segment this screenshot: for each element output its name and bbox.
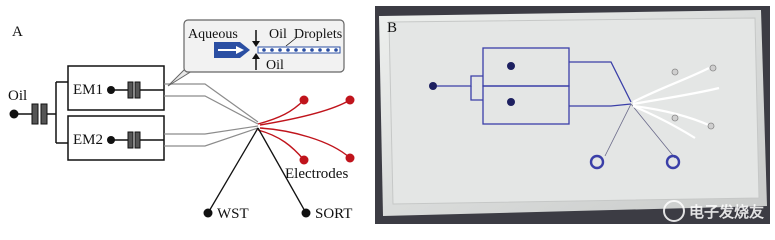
wire-contacts	[671, 64, 717, 130]
wst-outlet-port	[203, 208, 213, 218]
electrode-pads	[299, 95, 355, 165]
em1-module	[67, 65, 165, 111]
droplet-generator-inset	[183, 19, 345, 73]
watermark-text: 电子发烧友	[688, 202, 764, 221]
oil-top-arrow	[252, 41, 260, 47]
droplets	[262, 48, 338, 52]
panel-a-label: A	[12, 24, 23, 40]
em2-label: EM2	[73, 132, 103, 148]
schematic-panel-a: A Oil EM1 EM2 Aqueous Oil Droplets Oil	[8, 19, 355, 222]
chip-surface	[388, 17, 760, 205]
oil-bottom-arrow	[252, 53, 260, 59]
chip-outlet-channels	[604, 103, 676, 159]
outlet-channels	[207, 127, 307, 214]
inset-droplets-label: Droplets	[294, 27, 342, 42]
sort-label: SORT	[315, 206, 352, 222]
sort-outlet-port	[301, 208, 311, 218]
droplet-channels	[164, 83, 259, 147]
electrodes-label: Electrodes	[285, 166, 348, 182]
chip-ports	[429, 62, 515, 106]
electrode-traces	[257, 99, 351, 161]
panel-b-label: B	[387, 20, 397, 36]
inset-oil-top-label: Oil	[269, 27, 287, 42]
inset-aqueous-label: Aqueous	[188, 27, 238, 42]
inlet-filter	[40, 103, 48, 125]
chip-channels	[433, 47, 632, 125]
wst-label: WST	[217, 206, 249, 222]
inset-oil-bottom-label: Oil	[266, 58, 284, 73]
chip-photo-panel-b: B	[375, 6, 770, 224]
chip-outlet-rings	[589, 154, 681, 170]
oil-inlet-label: Oil	[8, 88, 27, 104]
em1-label: EM1	[73, 82, 103, 98]
watermark: 电子发烧友	[662, 200, 764, 222]
watermark-logo-icon	[662, 200, 685, 222]
electrode-wires	[632, 67, 720, 139]
em2-module	[67, 115, 165, 161]
inlet-filter	[31, 103, 39, 125]
